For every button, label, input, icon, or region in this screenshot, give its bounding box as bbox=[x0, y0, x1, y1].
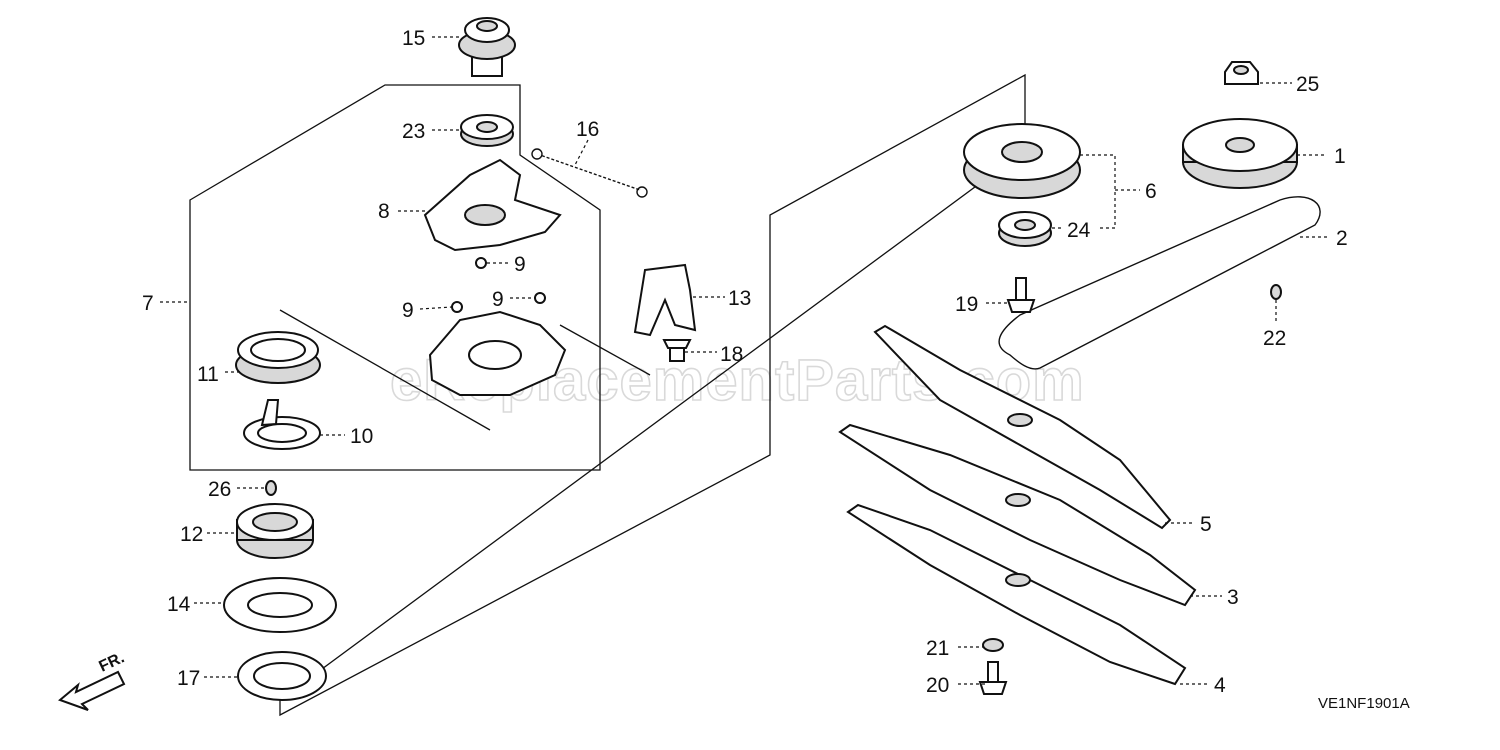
part-17-washer bbox=[237, 651, 327, 701]
part-9-small bbox=[475, 257, 487, 269]
callout-10: 10 bbox=[350, 425, 373, 448]
part-8-plate bbox=[423, 158, 562, 252]
part-3-blade bbox=[838, 423, 1197, 607]
callout-1: 1 bbox=[1334, 145, 1346, 168]
assembly-line bbox=[559, 324, 651, 376]
callout-18: 18 bbox=[720, 343, 743, 366]
callout-24: 24 bbox=[1067, 219, 1091, 242]
callout-7: 7 bbox=[142, 292, 154, 315]
callout-14: 14 bbox=[167, 593, 191, 616]
part-24-bearing bbox=[998, 211, 1052, 247]
part-20-bolt bbox=[978, 661, 1008, 695]
part-25-nut bbox=[1224, 61, 1259, 85]
callout-4: 4 bbox=[1214, 674, 1226, 697]
part-18-bolt bbox=[662, 339, 692, 362]
part-1-pulley bbox=[1182, 118, 1298, 189]
part-11-ring bbox=[235, 331, 321, 384]
callout-5: 5 bbox=[1200, 513, 1212, 536]
part-21-nut bbox=[982, 638, 1004, 652]
callout-22: 22 bbox=[1263, 327, 1286, 350]
callout-20: 20 bbox=[926, 674, 949, 697]
front-arrow-icon: FR. bbox=[58, 649, 128, 711]
part-16-spring bbox=[531, 148, 648, 198]
part-22-pin bbox=[1270, 284, 1282, 300]
part-15-pulley bbox=[458, 17, 516, 77]
callout-16: 16 bbox=[576, 118, 599, 141]
callout-13: 13 bbox=[728, 287, 751, 310]
part-9-small bbox=[451, 301, 463, 313]
callout-23: 23 bbox=[402, 120, 425, 143]
callout-19: 19 bbox=[955, 293, 978, 316]
part-19-bolt bbox=[1006, 277, 1036, 313]
assembly-7-box bbox=[189, 84, 601, 471]
callout-21: 21 bbox=[926, 637, 949, 660]
assembly-line bbox=[279, 309, 491, 431]
part-2-belt bbox=[998, 196, 1321, 370]
part-13-bracket bbox=[633, 263, 697, 337]
callout-11: 11 bbox=[197, 363, 219, 386]
callout-15: 15 bbox=[402, 27, 425, 50]
callout-17: 17 bbox=[177, 667, 200, 690]
blade-hole bbox=[1005, 573, 1031, 587]
part-26-pin bbox=[265, 480, 277, 496]
part-lower-plate bbox=[428, 310, 567, 396]
part-12-bearing bbox=[236, 503, 314, 559]
blade-hole bbox=[1005, 493, 1031, 507]
part-14-gear bbox=[223, 577, 337, 633]
callout-9c: 9 bbox=[492, 288, 504, 311]
diagram-code: VE1NF1901A bbox=[1318, 695, 1410, 712]
front-label: FR. bbox=[97, 649, 128, 675]
callout-2: 2 bbox=[1336, 227, 1348, 250]
callout-6: 6 bbox=[1145, 180, 1157, 203]
part-10-cam bbox=[243, 399, 321, 450]
callout-9a: 9 bbox=[514, 253, 526, 276]
callout-9b: 9 bbox=[402, 299, 414, 322]
blade-hole bbox=[1007, 413, 1033, 427]
callout-26: 26 bbox=[208, 478, 231, 501]
part-4-blade bbox=[846, 503, 1187, 686]
callout-8: 8 bbox=[378, 200, 390, 223]
leader-lines bbox=[160, 36, 1330, 685]
callout-3: 3 bbox=[1227, 586, 1239, 609]
callout-25: 25 bbox=[1296, 73, 1319, 96]
part-6-clutch bbox=[963, 123, 1081, 199]
part-5-blade bbox=[873, 324, 1172, 530]
part-9-small bbox=[534, 292, 546, 304]
callout-12: 12 bbox=[180, 523, 203, 546]
part-23-bearing bbox=[460, 114, 514, 147]
